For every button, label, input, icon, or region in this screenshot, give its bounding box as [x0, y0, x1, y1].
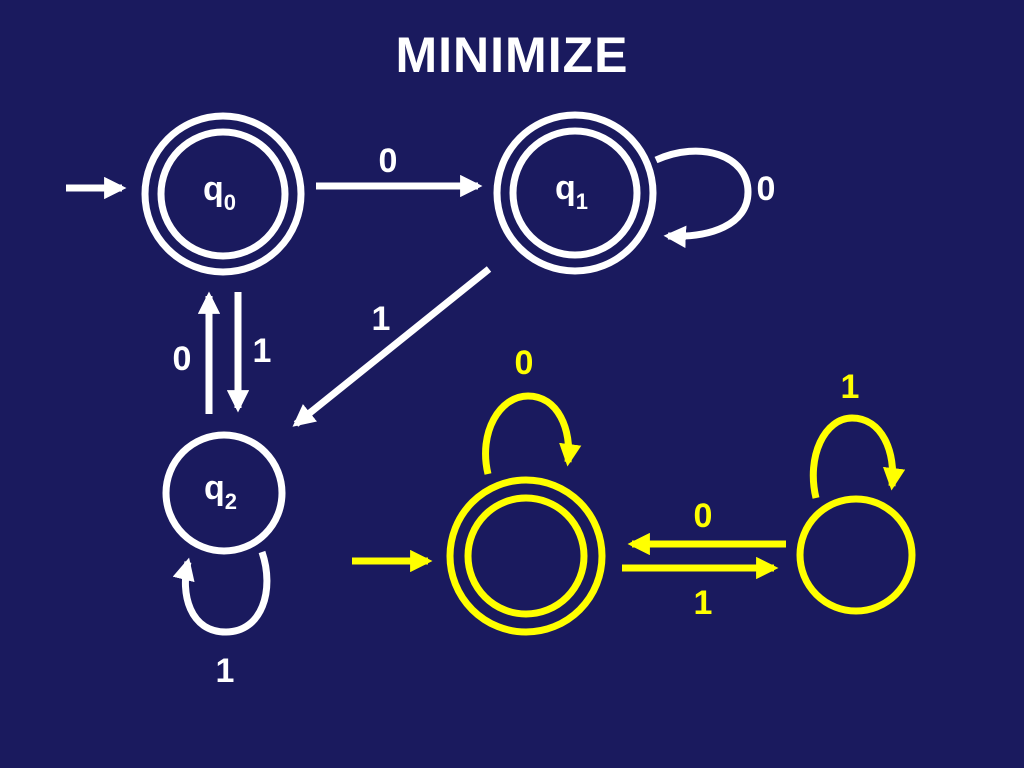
min-state-nonaccepting — [796, 495, 916, 615]
min-label-b-loop: 1 — [841, 368, 860, 406]
min-loop-a — [482, 392, 582, 475]
state-q2 — [162, 431, 286, 555]
loop-q1 — [654, 147, 752, 249]
state-q2-label: q2 — [204, 469, 237, 514]
state-q1 — [493, 111, 657, 275]
slide-title: MINIMIZE — [395, 27, 629, 83]
state-q0 — [141, 112, 305, 276]
edge-q1-q2 — [292, 266, 492, 427]
label-q0-q2: 1 — [253, 332, 272, 370]
min-label-b-a: 0 — [694, 497, 713, 535]
label-q1-q2: 1 — [372, 300, 391, 338]
label-q1-loop: 0 — [757, 170, 776, 208]
label-q2-loop: 1 — [216, 652, 235, 690]
min-loop-b — [809, 414, 906, 499]
state-q0-label: q0 — [203, 170, 236, 215]
min-label-a-b: 1 — [694, 584, 713, 622]
label-q2-q0: 0 — [173, 340, 192, 378]
min-state-accepting — [446, 476, 606, 636]
loop-q2 — [172, 550, 271, 636]
min-label-a-loop: 0 — [515, 344, 534, 382]
label-q0-q1: 0 — [379, 142, 398, 180]
state-q1-label: q1 — [555, 169, 588, 214]
